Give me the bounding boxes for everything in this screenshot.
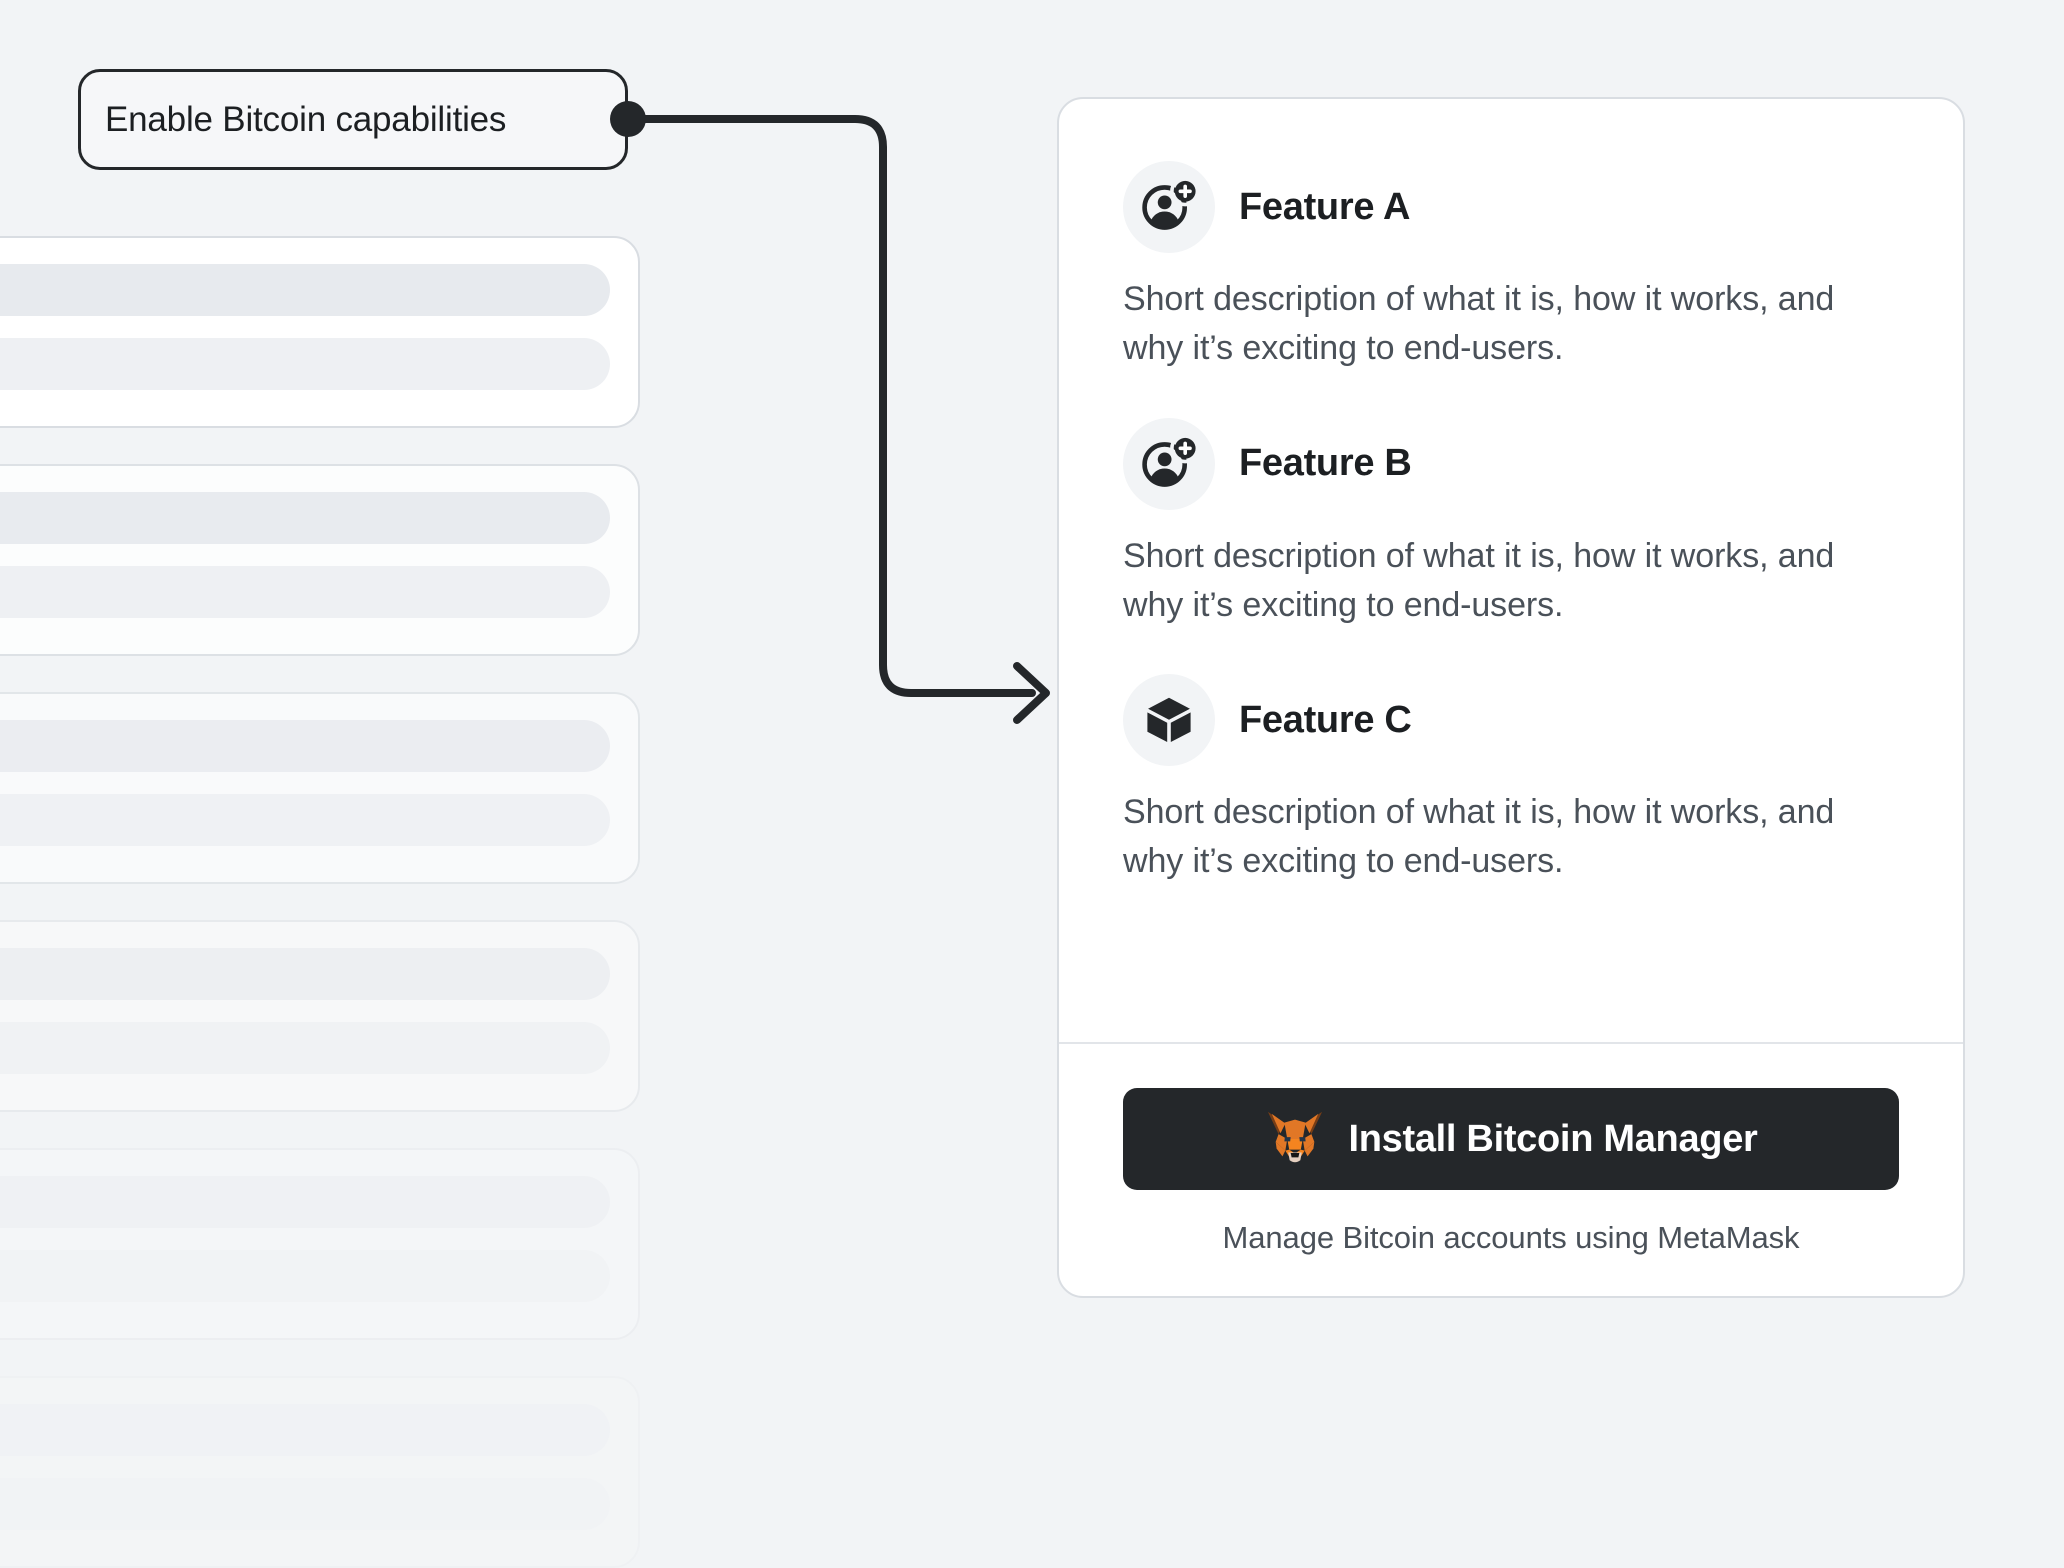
feature-panel: Feature A Short description of what it i… <box>1057 97 1965 1298</box>
feature-list: Feature A Short description of what it i… <box>1059 99 1963 1004</box>
feature-description: Short description of what it is, how it … <box>1123 280 1835 368</box>
skeleton-bar-primary <box>0 492 610 544</box>
skeleton-bar-primary <box>0 720 610 772</box>
account-add-icon <box>1123 417 1215 510</box>
connector-arrow-head <box>1013 662 1050 724</box>
callout-pill-label: Enable Bitcoin capabilities <box>105 99 507 139</box>
skeleton-placeholder-list <box>0 236 640 1568</box>
skeleton-card <box>0 920 640 1112</box>
skeleton-bar-secondary <box>0 566 610 618</box>
panel-footer: Install Bitcoin Manager Manage Bitcoin a… <box>1059 1044 1963 1296</box>
account-add-icon <box>1123 161 1215 253</box>
skeleton-card <box>0 236 640 428</box>
skeleton-card <box>0 1376 640 1568</box>
skeleton-bar-secondary <box>0 1250 610 1302</box>
metamask-fox-icon <box>1264 1110 1326 1168</box>
skeleton-bar-primary <box>0 1404 610 1456</box>
install-bitcoin-manager-button[interactable]: Install Bitcoin Manager <box>1123 1088 1899 1190</box>
feature-description: Short description of what it is, how it … <box>1123 793 1835 881</box>
feature-title: Feature C <box>1239 698 1412 741</box>
connector-path <box>624 115 1036 697</box>
feature-item: Feature A Short description of what it i… <box>1123 161 1899 374</box>
skeleton-bar-secondary <box>0 338 610 390</box>
install-button-label: Install Bitcoin Manager <box>1348 1117 1758 1160</box>
feature-header: Feature C <box>1123 674 1899 767</box>
feature-header: Feature A <box>1123 161 1899 253</box>
feature-title: Feature B <box>1239 442 1412 485</box>
feature-item: Feature B Short description of what it i… <box>1123 417 1899 631</box>
skeleton-bar-secondary <box>0 1022 610 1074</box>
panel-divider <box>1059 1042 1963 1044</box>
cube-icon <box>1123 674 1215 767</box>
feature-header: Feature B <box>1123 417 1899 510</box>
skeleton-card <box>0 464 640 656</box>
feature-description: Short description of what it is, how it … <box>1123 536 1835 624</box>
feature-item: Feature C Short description of what it i… <box>1123 674 1899 887</box>
install-caption: Manage Bitcoin accounts using MetaMask <box>1222 1220 1800 1255</box>
skeleton-card <box>0 1148 640 1340</box>
skeleton-bar-primary <box>0 948 610 1000</box>
skeleton-card <box>0 692 640 884</box>
skeleton-bar-secondary <box>0 1478 610 1530</box>
feature-title: Feature A <box>1239 185 1411 228</box>
skeleton-bar-secondary <box>0 794 610 846</box>
skeleton-bar-primary <box>0 1176 610 1228</box>
skeleton-bar-primary <box>0 264 610 316</box>
callout-pill[interactable]: Enable Bitcoin capabilities <box>78 69 628 170</box>
